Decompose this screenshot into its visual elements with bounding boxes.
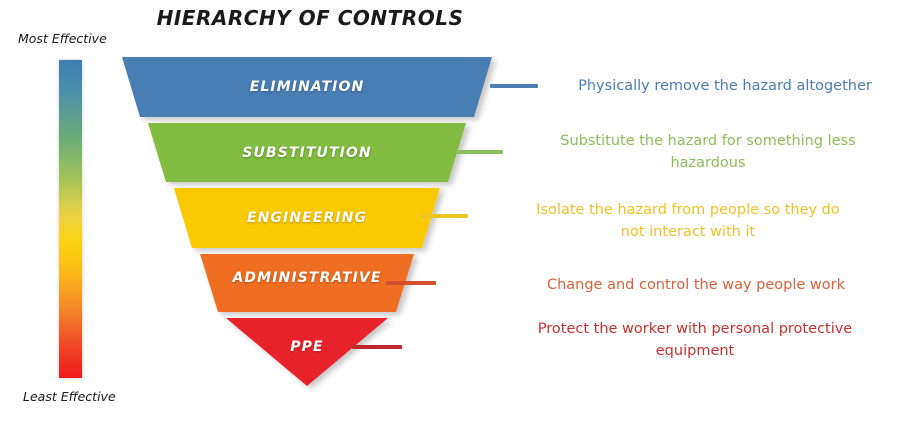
connector-line-ppe (352, 345, 402, 349)
connector-line-substitution (455, 150, 503, 154)
funnel-label-elimination: ELIMINATION (249, 79, 365, 95)
description-substitution: Substitute the hazard for something less… (560, 133, 856, 172)
funnel-label-ppe: PPE (290, 339, 324, 355)
funnel-label-substitution: SUBSTITUTION (242, 145, 372, 161)
scale-label-least-effective: Least Effective (23, 389, 116, 404)
connector-line-engineering (420, 214, 468, 218)
description-ppe: Protect the worker with personal protect… (537, 321, 853, 360)
scale-label-most-effective: Most Effective (18, 31, 107, 46)
description-engineering: Isolate the hazard from people so they d… (536, 202, 840, 241)
description-administrative: Change and control the way people work (546, 277, 846, 293)
effectiveness-gradient-bar (59, 60, 82, 378)
funnel-label-engineering: ENGINEERING (246, 210, 368, 226)
connector-line-elimination (490, 84, 538, 88)
connector-line-administrative (386, 281, 436, 285)
page-title: HIERARCHY OF CONTROLS (156, 6, 464, 30)
description-elimination: Physically remove the hazard altogether (578, 78, 872, 94)
funnel-label-administrative: ADMINISTRATIVE (232, 270, 382, 286)
